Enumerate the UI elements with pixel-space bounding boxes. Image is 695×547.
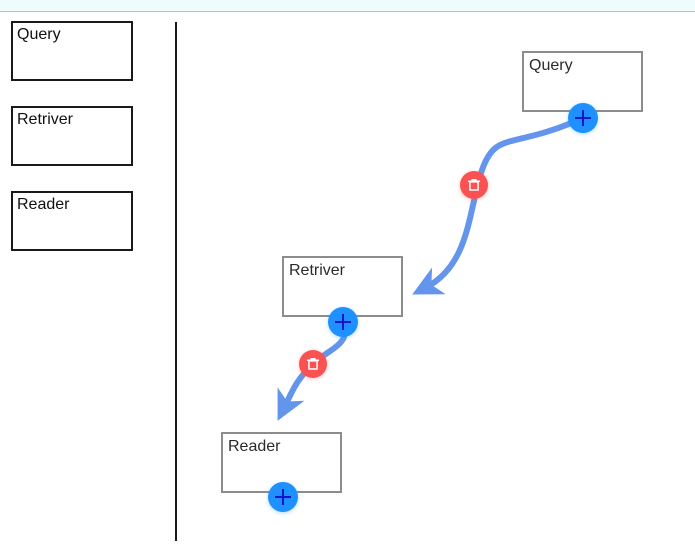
palette-item-query[interactable]: Query — [11, 21, 133, 81]
canvas-node-label: Query — [529, 57, 573, 74]
edge-query-to-retriver[interactable] — [412, 115, 586, 295]
node-palette: Query Retriver Reader — [0, 13, 175, 547]
palette-item-label: Reader — [17, 196, 70, 213]
plus-icon — [335, 314, 351, 330]
canvas-node-label: Retriver — [289, 262, 346, 279]
palette-item-label: Retriver — [17, 111, 74, 128]
delete-edge-button-retriver-reader[interactable] — [299, 350, 327, 378]
panel-divider — [175, 22, 177, 541]
top-banner-strip — [0, 0, 695, 12]
add-node-handle-reader[interactable] — [268, 482, 298, 512]
delete-edge-button-query-retriver[interactable] — [460, 171, 488, 199]
canvas-node-label: Reader — [228, 438, 281, 455]
trash-icon — [306, 358, 320, 370]
trash-icon — [467, 179, 481, 191]
flow-canvas[interactable]: Query Retriver Reader — [177, 13, 695, 547]
plus-icon — [275, 489, 291, 505]
palette-item-reader[interactable]: Reader — [11, 191, 133, 251]
add-node-handle-retriver[interactable] — [328, 307, 358, 337]
palette-item-retriver[interactable]: Retriver — [11, 106, 133, 166]
palette-item-label: Query — [17, 26, 61, 43]
plus-icon — [575, 110, 591, 126]
canvas-node-retriver[interactable]: Retriver — [282, 256, 403, 317]
add-node-handle-query[interactable] — [568, 103, 598, 133]
